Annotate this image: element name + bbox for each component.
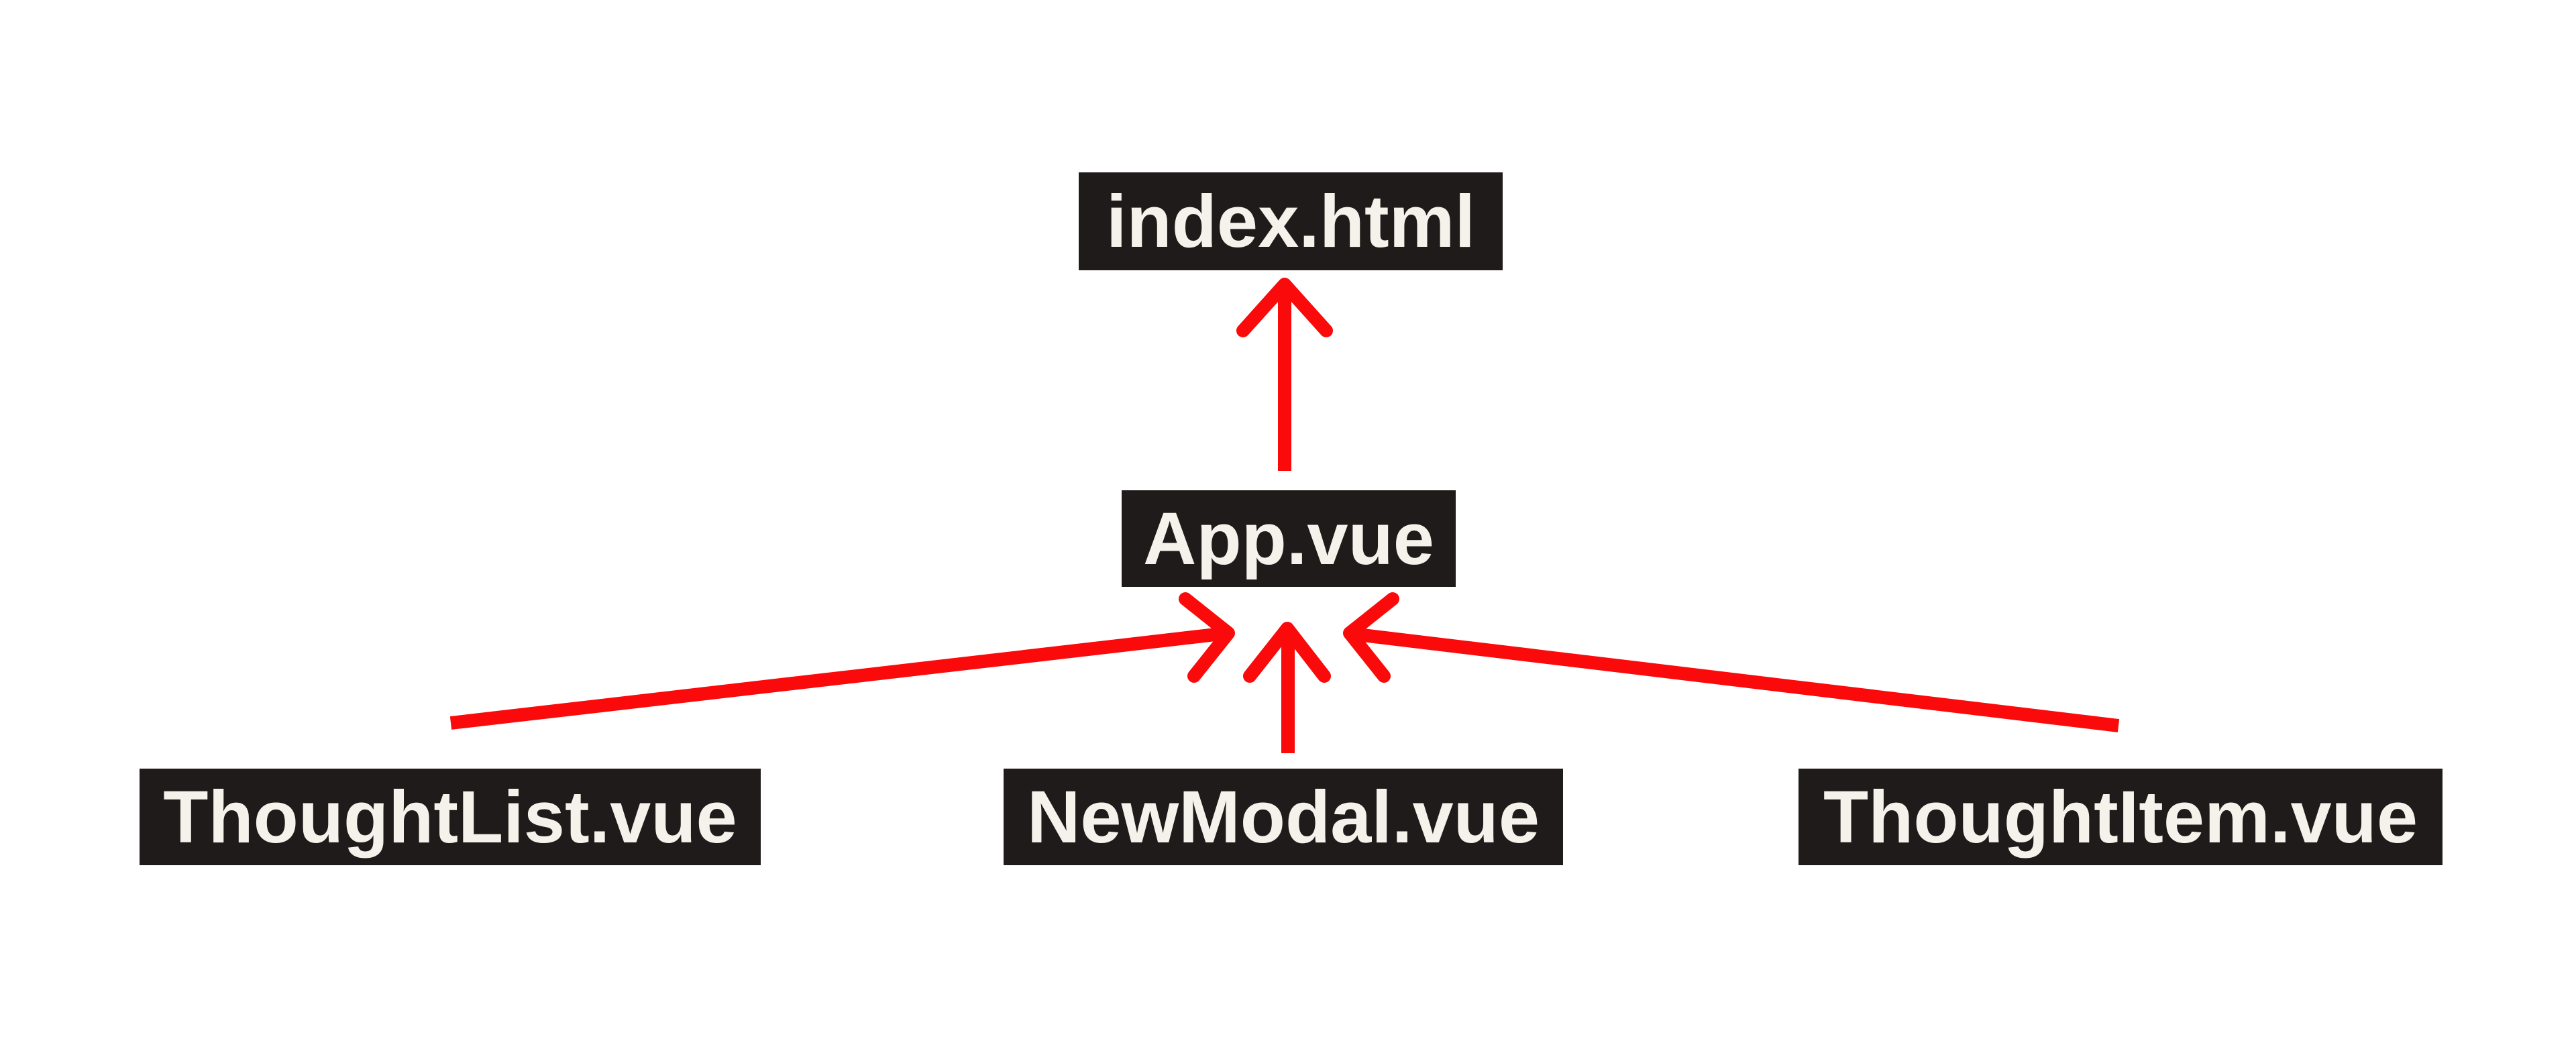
node-newmodal-vue-label: NewModal.vue [1026,775,1540,858]
node-index-html: index.html [1079,172,1503,270]
arrow-thoughtitem-to-app [1343,592,2120,732]
node-thoughtlist-vue: ThoughtList.vue [140,769,761,865]
arrow-thoughtlist-to-app [449,592,1235,730]
node-app-vue-label: App.vue [1143,497,1434,580]
arrow-newmodal-to-app [1243,622,1331,753]
node-index-html-label: index.html [1106,180,1476,263]
node-thoughtitem-vue: ThoughtItem.vue [1799,769,2443,865]
node-newmodal-vue: NewModal.vue [1004,769,1563,865]
node-thoughtlist-vue-label: ThoughtList.vue [163,775,737,858]
node-thoughtitem-vue-label: ThoughtItem.vue [1823,775,2418,858]
node-app-vue: App.vue [1122,490,1456,587]
arrow-app-to-index [1236,278,1333,471]
